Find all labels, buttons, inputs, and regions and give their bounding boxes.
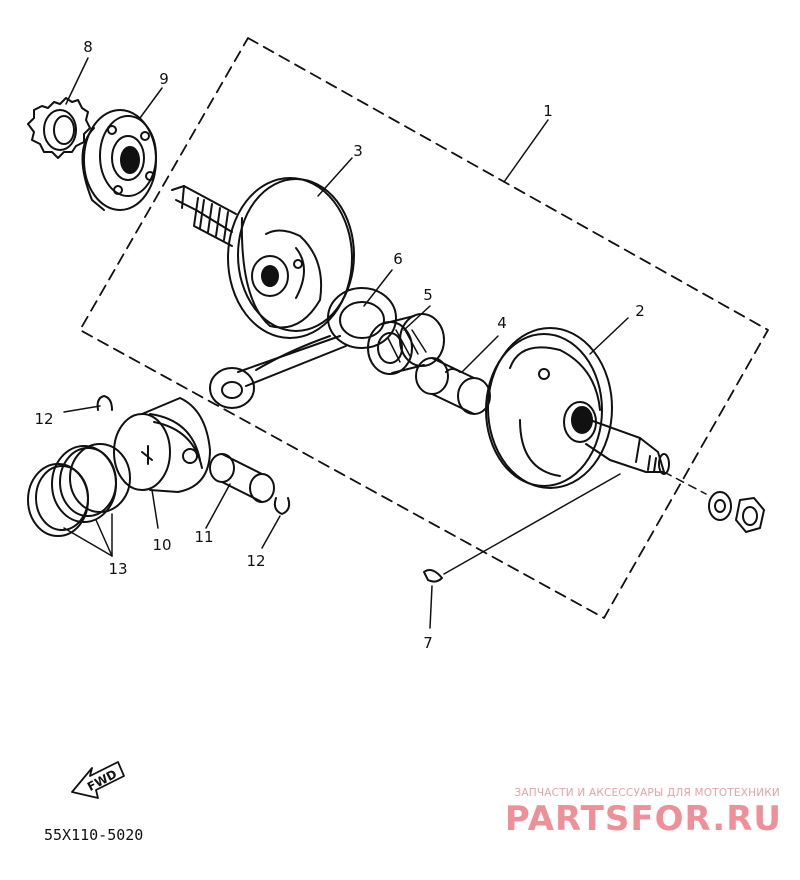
- callout-7: 7: [423, 634, 433, 652]
- left-crank-half-part: [171, 177, 355, 339]
- right-crank-half-part: [485, 327, 670, 489]
- callout-1: 1: [543, 102, 553, 120]
- watermark-caption: ЗАПЧАСТИ И АКСЕССУАРЫ ДЛЯ МОТОТЕХНИКИ: [514, 787, 780, 799]
- callout-labels: 1 2 3 4 5 6 7 8 9 10 11 12 12 13: [34, 38, 644, 652]
- callout-12-lower: 12: [246, 552, 265, 570]
- callout-3: 3: [353, 142, 363, 160]
- piston-part: [113, 397, 211, 493]
- leader-lines: [63, 57, 629, 629]
- fwd-arrow-icon: [71, 761, 125, 799]
- ball-bearing-part: [81, 109, 157, 211]
- callout-2: 2: [635, 302, 645, 320]
- callout-12-upper: 12: [34, 410, 53, 428]
- crank-pin-part: [415, 357, 491, 415]
- piston-rings-part: [27, 443, 131, 537]
- circlip-part-upper: [96, 395, 113, 411]
- diagram-code: 55X110-5020: [44, 826, 143, 844]
- needle-bearing-part: [367, 313, 445, 375]
- callout-4: 4: [497, 314, 507, 332]
- crankshaft-assembly-boundary: [79, 37, 769, 619]
- callout-13: 13: [108, 560, 127, 578]
- callout-5: 5: [423, 286, 433, 304]
- watermark-logo: PARTSFOR.RU: [505, 799, 782, 839]
- connecting-rod-part: [209, 287, 397, 409]
- watermark: ЗАПЧАСТИ И АКСЕССУАРЫ ДЛЯ МОТОТЕХНИКИ PA…: [505, 787, 782, 839]
- nut-part: [735, 497, 765, 533]
- callout-8: 8: [83, 38, 93, 56]
- sprocket-gear-part: [27, 97, 91, 159]
- circlip-part-lower: [273, 497, 291, 515]
- callout-11: 11: [194, 528, 213, 546]
- washer-part: [663, 471, 732, 521]
- woodruff-key-part: [423, 473, 621, 583]
- callout-10: 10: [152, 536, 171, 554]
- piston-pin-part: [209, 453, 275, 503]
- callout-9: 9: [159, 70, 169, 88]
- callout-6: 6: [393, 250, 403, 268]
